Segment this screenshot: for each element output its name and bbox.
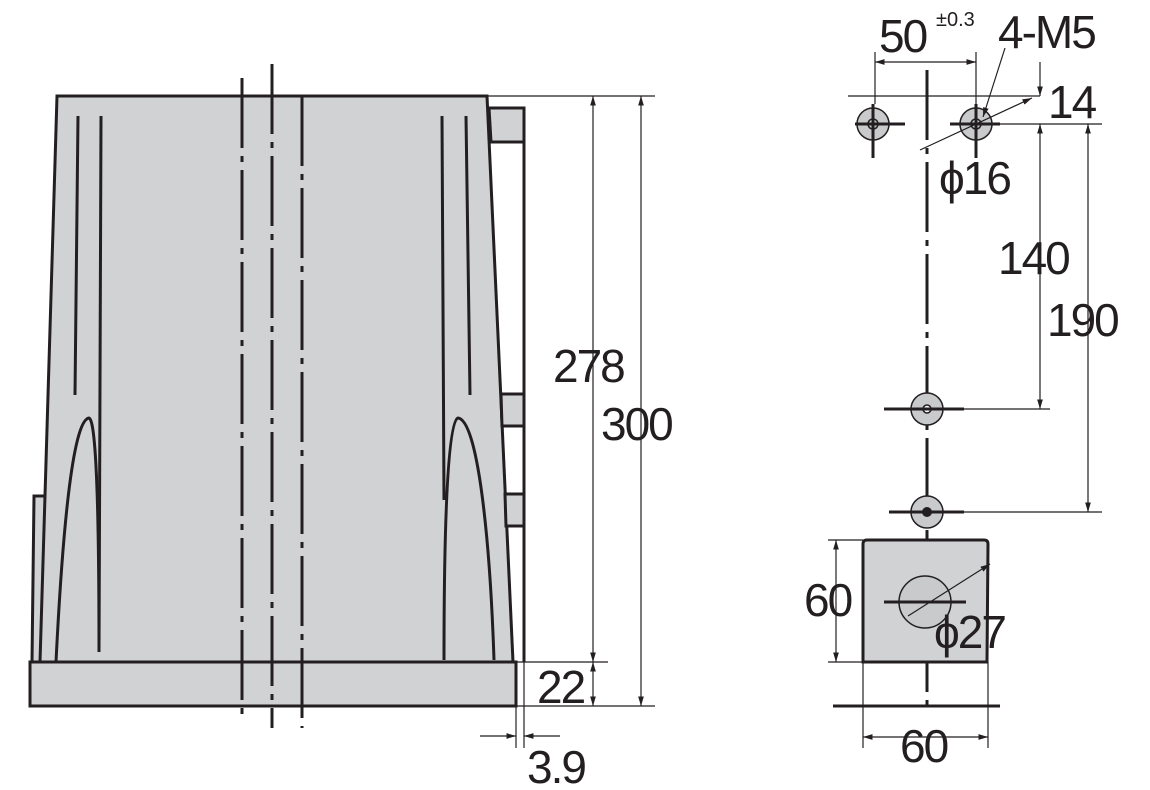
dim-14: 14: [1048, 76, 1097, 128]
dim-50: 50: [879, 10, 927, 62]
dim-22: 22: [537, 661, 585, 713]
right-boss-top: [487, 106, 526, 144]
dim-60-vert: 60: [804, 574, 852, 626]
dim-phi16: ϕ16: [939, 152, 1010, 204]
arch-left: [54, 416, 101, 663]
rib-right-1: [440, 115, 446, 501]
dim-4-m5: 4-M5: [998, 6, 1095, 58]
dim-278: 278: [553, 340, 624, 392]
leader-phi16: [919, 97, 1033, 151]
plan-view: 50 ±0.3 4-M5 14 ϕ16 140 190 60 ϕ27 60: [804, 6, 1120, 772]
side-view: 278 300 22 3.9: [28, 64, 674, 790]
dim-tolerance: ±0.3: [936, 9, 975, 31]
dim-phi27: ϕ27: [934, 606, 1005, 658]
dim-300: 300: [601, 398, 672, 450]
dim-60-horiz: 60: [900, 720, 948, 772]
rib-left-1: [73, 115, 80, 396]
dim-190: 190: [1047, 294, 1118, 346]
rib-right-2: [464, 115, 472, 396]
arch-right: [442, 416, 496, 661]
right-boss-mid: [499, 392, 526, 428]
leader-4m5: [982, 47, 1006, 118]
leader-phi27: [907, 563, 991, 617]
dim-3-9: 3.9: [527, 741, 585, 790]
dim-140: 140: [998, 232, 1069, 284]
right-boss-low: [503, 492, 526, 528]
